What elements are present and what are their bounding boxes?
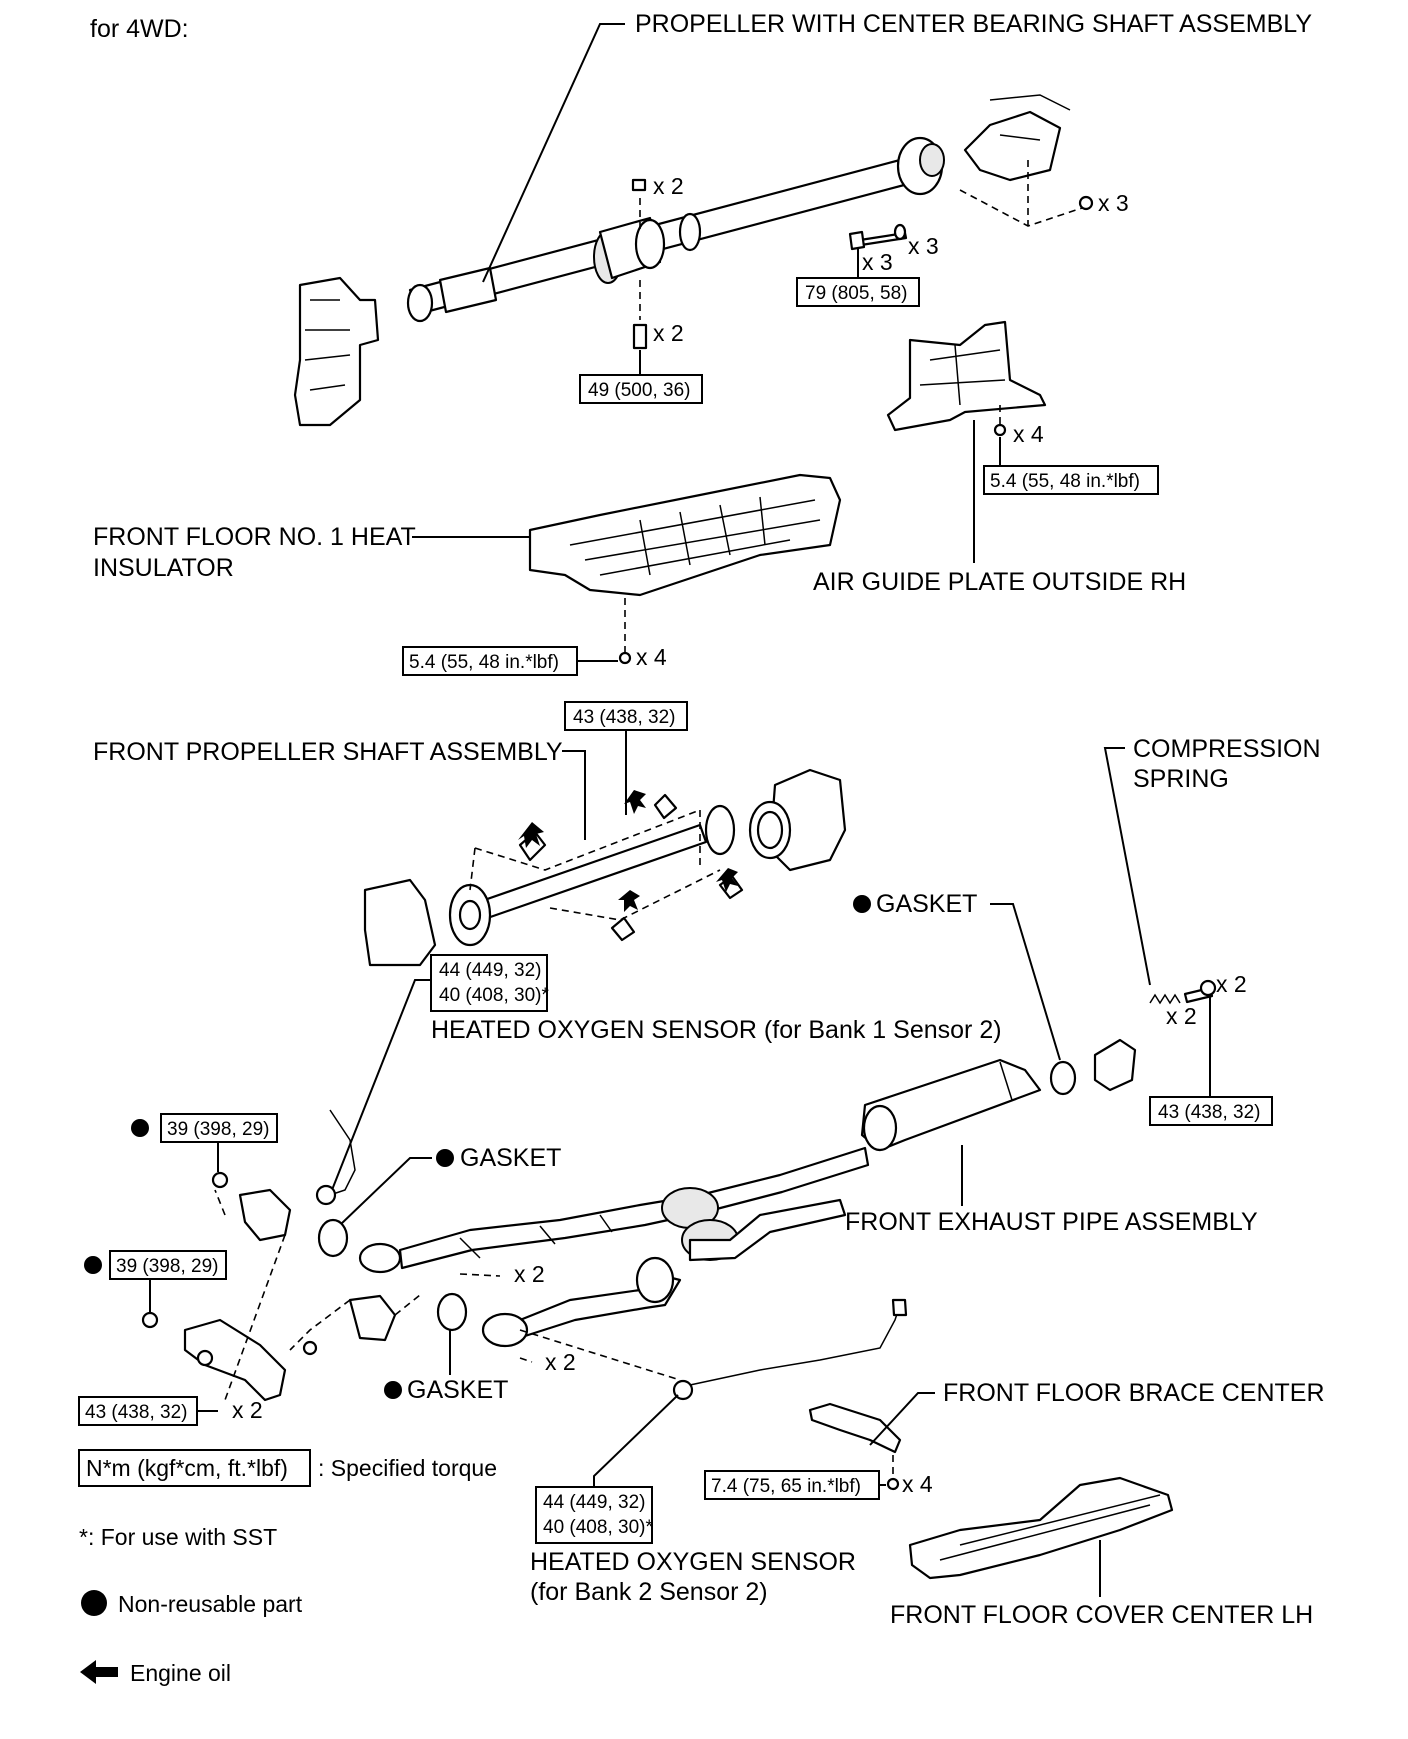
gasket-3-drawing [436, 1292, 468, 1332]
front-floor-brace-label: FRONT FLOOR BRACE CENTER [943, 1379, 1325, 1407]
torque-box-74 [704, 1470, 880, 1500]
qty-pipe-bolt-1: x 2 [514, 1261, 545, 1287]
qty-brace: x 4 [902, 1471, 933, 1497]
torque-39b: 39 (398, 29) [116, 1256, 218, 1277]
qty-air-guide: x 4 [1013, 421, 1044, 447]
qty-flange-bolt: x 3 [862, 249, 893, 275]
compression-spring-leader [1103, 747, 1151, 986]
gasket-2-leader [339, 1157, 432, 1226]
qty-flange-nut: x 3 [1098, 190, 1129, 216]
legend-torque-units: N*m (kgf*cm, ft.*lbf) [86, 1455, 288, 1481]
air-guide-plate-label: AIR GUIDE PLATE OUTSIDE RH [813, 568, 1186, 596]
torque-box-79 [796, 277, 920, 307]
torque-54a: 5.4 (55, 48 in.*lbf) [990, 471, 1140, 492]
exhaust-outlet-flange [1093, 1038, 1137, 1092]
torque-box-54a [983, 465, 1159, 495]
heated-o2-bank1-drawing [315, 1109, 356, 1206]
qty-spring: x 2 [1166, 1003, 1197, 1029]
heat-insulator-label-2: INSULATOR [93, 554, 234, 582]
non-reusable-dot-gasket-3 [384, 1381, 402, 1399]
front-propeller-shaft-drawing [363, 768, 847, 967]
torque-43b: 43 (438, 32) [1158, 1102, 1260, 1123]
torque-box-39b [109, 1250, 227, 1280]
non-reusable-dot-gasket-1 [853, 895, 871, 913]
torque-74: 7.4 (75, 65 in.*lbf) [711, 1476, 861, 1497]
torque-44b-1: 44 (449, 32) [543, 1492, 645, 1513]
gasket-1-leader [990, 903, 1061, 1061]
qty-manifold-bolt: x 2 [232, 1397, 263, 1423]
torque-box-39a [160, 1113, 278, 1143]
non-reusable-dot-39a [131, 1119, 149, 1137]
t44a-leader [329, 979, 431, 1196]
legend: N*m (kgf*cm, ft.*lbf) : Specified torque… [78, 1449, 497, 1686]
compression-spring-drawing [1149, 979, 1217, 1005]
torque-box-49 [579, 374, 703, 404]
legend-engine-oil: Engine oil [130, 1660, 231, 1686]
torque-39a: 39 (398, 29) [167, 1119, 269, 1140]
qty-insulator: x 4 [636, 644, 667, 670]
air-guide-plate-drawing [886, 320, 1047, 437]
qty-center-bolt: x 2 [653, 320, 684, 346]
torque-43c: 43 (438, 32) [85, 1402, 187, 1423]
non-reusable-dot-gasket-2 [436, 1149, 454, 1167]
gasket-label-1: GASKET [876, 890, 977, 918]
torque-box-44a [430, 954, 548, 1012]
gasket-1-drawing [1049, 1060, 1077, 1096]
legend-torque-desc: : Specified torque [318, 1455, 497, 1481]
torque-79: 79 (805, 58) [805, 283, 907, 304]
heat-insulator-label-1: FRONT FLOOR NO. 1 HEAT [93, 523, 416, 551]
legend-non-reusable: Non-reusable part [118, 1591, 303, 1617]
heated-o2-bank2-label-2: (for Bank 2 Sensor 2) [530, 1578, 768, 1606]
torque-box-43b [1149, 1096, 1273, 1126]
compression-spring-label-2: SPRING [1133, 765, 1229, 793]
legend-non-reusable-dot [81, 1590, 107, 1616]
heat-insulator-drawing [528, 473, 842, 665]
brace-leader [869, 1392, 935, 1446]
propeller-center-bearing-shaft-drawing [293, 94, 1094, 427]
front-propeller-shaft-label: FRONT PROPELLER SHAFT ASSEMBLY [93, 738, 563, 766]
front-floor-cover-drawing [908, 1476, 1174, 1580]
qty-spring-bolt: x 2 [1216, 971, 1247, 997]
torque-44a-1: 44 (449, 32) [439, 960, 541, 981]
torque-43a: 43 (438, 32) [573, 707, 675, 728]
torque-box-43a [564, 701, 688, 731]
t44b-leader [593, 1394, 679, 1487]
front-floor-cover-label: FRONT FLOOR COVER CENTER LH [890, 1601, 1313, 1629]
torque-44a-2: 40 (408, 30)* [439, 985, 549, 1006]
gasket-label-2: GASKET [460, 1144, 561, 1172]
heated-o2-bank1-label: HEATED OXYGEN SENSOR (for Bank 1 Sensor … [431, 1016, 1002, 1044]
qty-washer: x 3 [908, 233, 939, 259]
torque-box-54b [402, 646, 578, 676]
gasket-2-drawing [317, 1218, 349, 1258]
qty-center-nut: x 2 [653, 173, 684, 199]
non-reusable-dot-39b [84, 1256, 102, 1274]
propeller-center-bearing-label: PROPELLER WITH CENTER BEARING SHAFT ASSE… [635, 10, 1312, 38]
compression-spring-label-1: COMPRESSION [1133, 735, 1321, 763]
front-floor-brace-drawing [808, 1402, 902, 1491]
qty-pipe-bolt-2: x 2 [545, 1349, 576, 1375]
front-exhaust-pipe-drawing [358, 1058, 1042, 1348]
heated-o2-bank2-label-1: HEATED OXYGEN SENSOR [530, 1548, 856, 1576]
diagram-heading: for 4WD: [90, 15, 189, 43]
engine-oil-arrow-icon [80, 1660, 118, 1684]
legend-torque-box [78, 1449, 311, 1487]
torque-54b: 5.4 (55, 48 in.*lbf) [409, 652, 559, 673]
front-propeller-leader [562, 750, 586, 840]
gasket-label-3: GASKET [407, 1376, 508, 1404]
heated-o2-bank2-drawing [519, 1298, 908, 1401]
legend-sst-note: *: For use with SST [79, 1524, 277, 1550]
torque-box-43c [78, 1396, 198, 1426]
exhaust-manifold-flanges-drawing [141, 1171, 421, 1402]
torque-44b-2: 40 (408, 30)* [543, 1517, 653, 1538]
torque-box-44b [535, 1486, 653, 1544]
propeller-leader [482, 23, 625, 283]
front-exhaust-pipe-label: FRONT EXHAUST PIPE ASSEMBLY [845, 1208, 1258, 1236]
torque-49: 49 (500, 36) [588, 380, 690, 401]
